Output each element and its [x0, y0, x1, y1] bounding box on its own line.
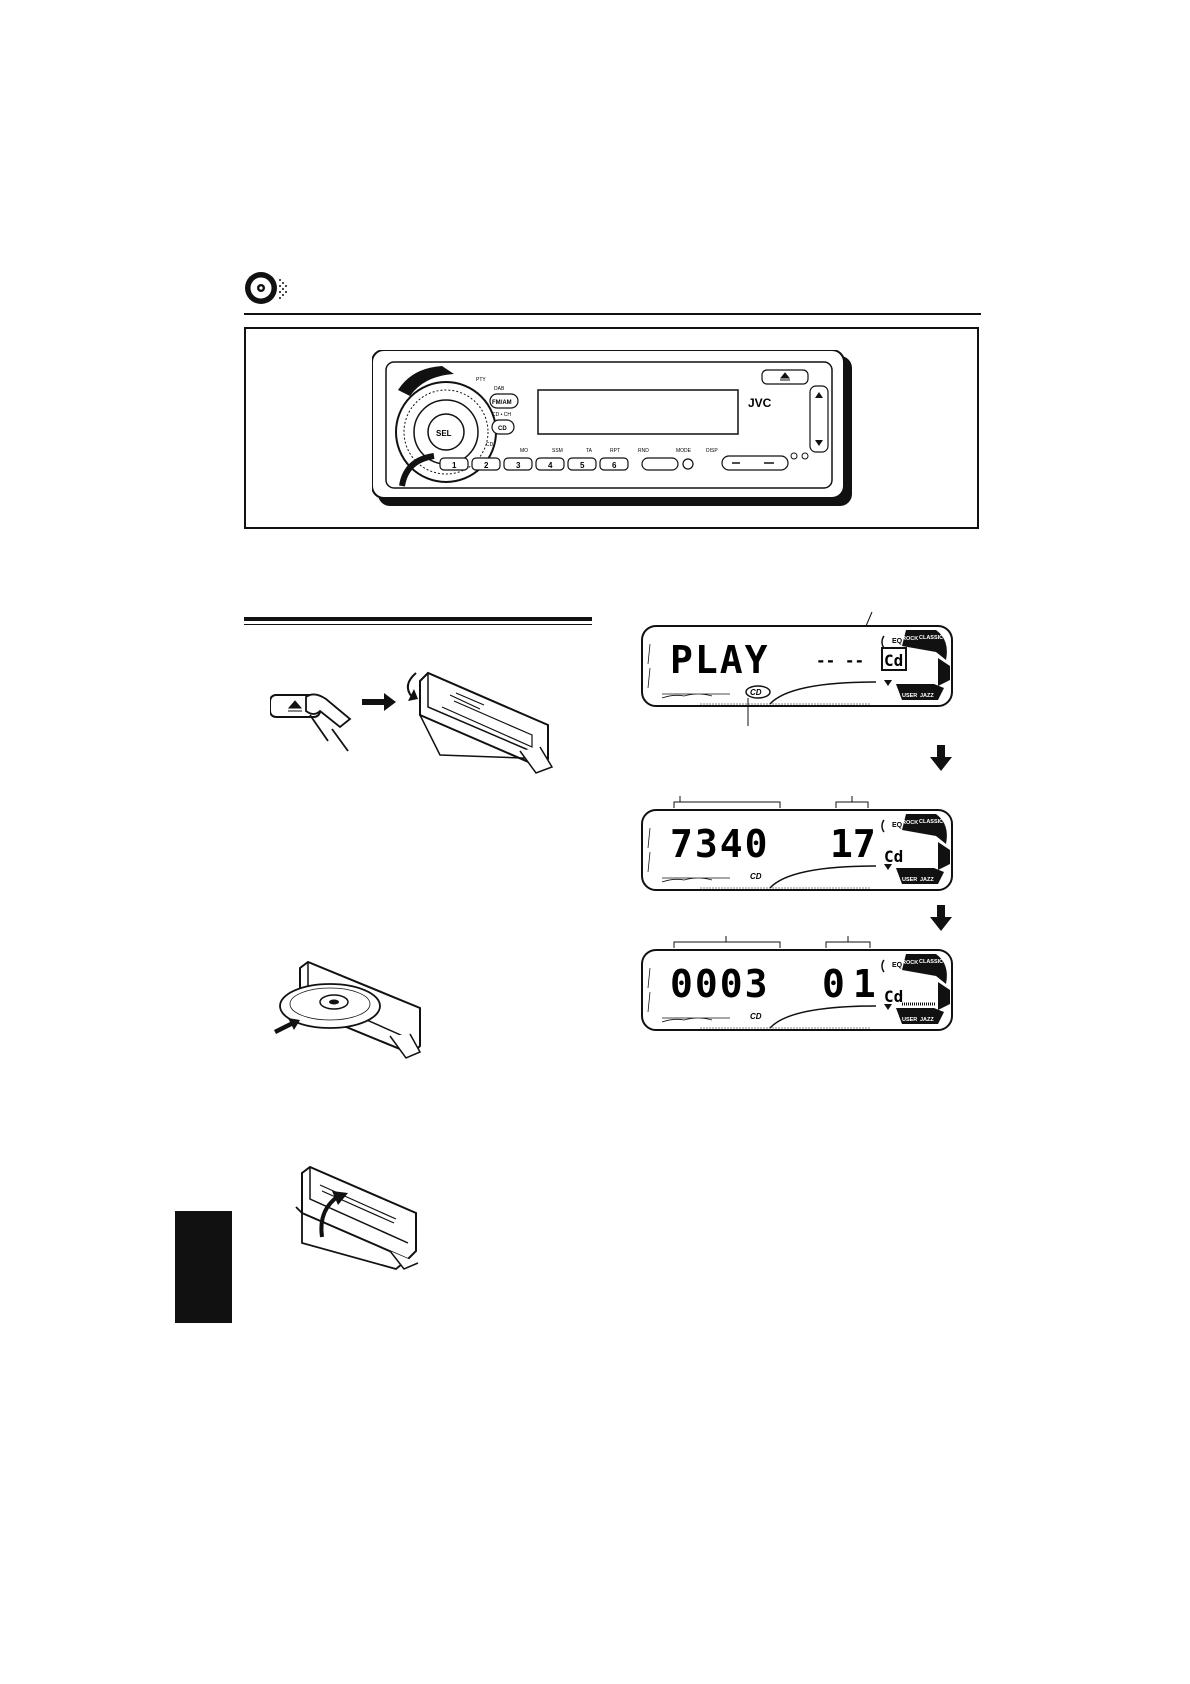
- car-radio-faceplate: JVC SEL PTY DAB FM/AM CD • CH CD CD MO S…: [372, 350, 852, 506]
- svg-text:DAB: DAB: [494, 386, 505, 392]
- display-source-text: Cd: [884, 847, 903, 866]
- svg-text:JAZZ: JAZZ: [920, 1017, 934, 1023]
- step1-eject-illustration: [270, 671, 554, 774]
- preset-button-6[interactable]: 6: [599, 457, 629, 471]
- svg-text:CLASSIC: CLASSIC: [919, 959, 943, 965]
- step2-insert-disc-illustration: [274, 960, 422, 1059]
- volume-rocker[interactable]: [721, 455, 789, 471]
- svg-text:CD: CD: [498, 426, 507, 432]
- svg-text:CD: CD: [486, 442, 494, 448]
- preset-button-2[interactable]: 2: [471, 457, 501, 471]
- svg-text:EQ: EQ: [892, 962, 903, 969]
- display-source-text: Cd: [884, 987, 903, 1006]
- arrow-insert-icon: [274, 1018, 300, 1034]
- radio-illustration-frame: [244, 327, 979, 529]
- preset-button-5[interactable]: 5: [567, 457, 597, 471]
- brand-logo: JVC: [748, 396, 772, 410]
- arrow-down-icon: [930, 905, 952, 931]
- svg-text:4: 4: [548, 461, 553, 470]
- arrow-right-icon: [362, 693, 396, 711]
- display-elapsed: 0003 01 Cd EQ ROCK CLASSIC USER JAZZ CD: [641, 936, 953, 1031]
- language-tab: [175, 1211, 232, 1323]
- svg-text:RPT: RPT: [610, 448, 620, 454]
- step3-close-panel-illustration: [295, 1165, 419, 1270]
- svg-text:USER: USER: [902, 877, 917, 883]
- eject-icon: [779, 372, 791, 381]
- preset-button-4[interactable]: 4: [535, 457, 565, 471]
- svg-text:ROCK: ROCK: [902, 820, 918, 826]
- cd-logo: CD: [750, 872, 762, 881]
- eject-icon: [287, 700, 303, 712]
- svg-text:CD • CH: CD • CH: [492, 412, 511, 418]
- display-total: 7340 17 Cd EQ ROCK CLASSIC USER JAZZ CD: [641, 796, 953, 891]
- svg-text:ROCK: ROCK: [902, 960, 918, 966]
- disp-button[interactable]: [682, 458, 694, 470]
- svg-text:6: 6: [612, 461, 617, 470]
- svg-text:CLASSIC: CLASSIC: [919, 635, 943, 641]
- display-secondary-text: 01: [822, 962, 884, 1006]
- arrow-down-icon: [930, 745, 952, 771]
- svg-text:TA: TA: [586, 448, 593, 454]
- svg-text:1: 1: [452, 461, 457, 470]
- svg-text:FM/AM: FM/AM: [492, 400, 512, 406]
- section-heading-rule-thin: [244, 624, 592, 625]
- header-rule: [244, 313, 981, 315]
- section-heading-rule: [244, 617, 592, 621]
- svg-text:2: 2: [484, 461, 489, 470]
- svg-text:JAZZ: JAZZ: [920, 877, 934, 883]
- preset-button-1[interactable]: 1: [439, 457, 469, 471]
- svg-text:SSM: SSM: [552, 448, 563, 454]
- cd-disc-icon: [245, 272, 287, 304]
- display-main-text: PLAY: [670, 638, 770, 682]
- svg-text:RND: RND: [638, 448, 649, 454]
- cd-logo: CD: [750, 688, 762, 697]
- display-play: PLAY -- -- Cd EQ ROCK CLASSIC USER JAZZ …: [641, 611, 953, 726]
- svg-text:MODE: MODE: [676, 448, 692, 454]
- cd-button[interactable]: [491, 419, 515, 435]
- fm-am-button[interactable]: [489, 393, 519, 409]
- svg-text:3: 3: [516, 461, 521, 470]
- svg-text:5: 5: [580, 461, 585, 470]
- svg-text:PTY: PTY: [476, 377, 486, 383]
- svg-text:USER: USER: [902, 693, 917, 699]
- display-main-text: 7340: [670, 822, 770, 866]
- preset-button-3[interactable]: 3: [503, 457, 533, 471]
- svg-text:EQ: EQ: [892, 638, 903, 645]
- svg-text:USER: USER: [902, 1017, 917, 1023]
- display-main-text: 0003: [670, 962, 770, 1006]
- mode-button[interactable]: [641, 457, 679, 471]
- svg-text:EQ: EQ: [892, 822, 903, 829]
- svg-text:JAZZ: JAZZ: [920, 693, 934, 699]
- sel-button[interactable]: [427, 413, 465, 451]
- up-down-button[interactable]: [809, 385, 829, 453]
- display-source-text: Cd: [884, 651, 903, 670]
- svg-text:ROCK: ROCK: [902, 636, 918, 642]
- display-secondary-text: -- --: [816, 651, 864, 670]
- cd-logo: CD: [750, 1012, 762, 1021]
- svg-text:CLASSIC: CLASSIC: [919, 819, 943, 825]
- svg-text:MO: MO: [520, 448, 528, 454]
- svg-text:SEL: SEL: [436, 429, 452, 438]
- svg-text:DISP: DISP: [706, 448, 718, 454]
- display-secondary-text: 17: [830, 822, 876, 866]
